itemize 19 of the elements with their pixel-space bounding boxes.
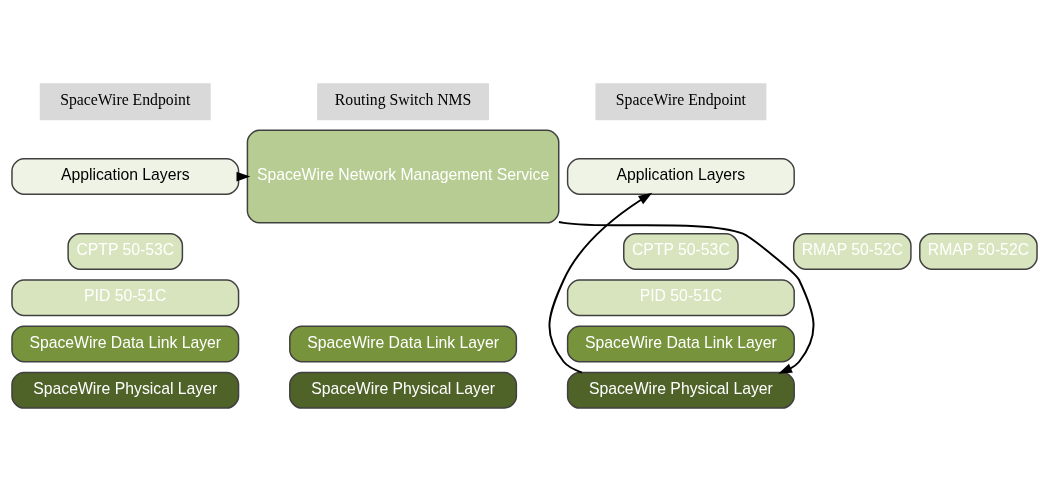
node-box: SpaceWire Endpoint bbox=[595, 82, 767, 120]
node-box: Application Layers bbox=[566, 157, 795, 195]
node-box: SpaceWire Endpoint bbox=[39, 82, 211, 120]
node-box: RMAP 50-52C bbox=[919, 232, 1038, 270]
node-box: SpaceWire Network Management Service bbox=[246, 129, 560, 224]
node-box: SpaceWire Data Link Layer bbox=[289, 325, 518, 362]
node-box: SpaceWire Data Link Layer bbox=[11, 325, 240, 362]
arrow bbox=[548, 192, 653, 374]
node-box: SpaceWire Physical Layer bbox=[289, 371, 518, 409]
node-box: CPTP 50-53C bbox=[67, 232, 184, 270]
node-box: Routing Switch NMS bbox=[317, 82, 490, 120]
node-box: PID 50-51C bbox=[11, 278, 240, 316]
arrow bbox=[557, 220, 815, 374]
node-box: SpaceWire Physical Layer bbox=[11, 371, 240, 409]
node-box: SpaceWire Data Link Layer bbox=[566, 325, 795, 362]
node-box: SpaceWire Physical Layer bbox=[566, 371, 795, 409]
node-box: PID 50-51C bbox=[566, 278, 795, 316]
node-box: RMAP 50-52C bbox=[792, 232, 912, 270]
node-box: CPTP 50-53C bbox=[623, 232, 739, 270]
